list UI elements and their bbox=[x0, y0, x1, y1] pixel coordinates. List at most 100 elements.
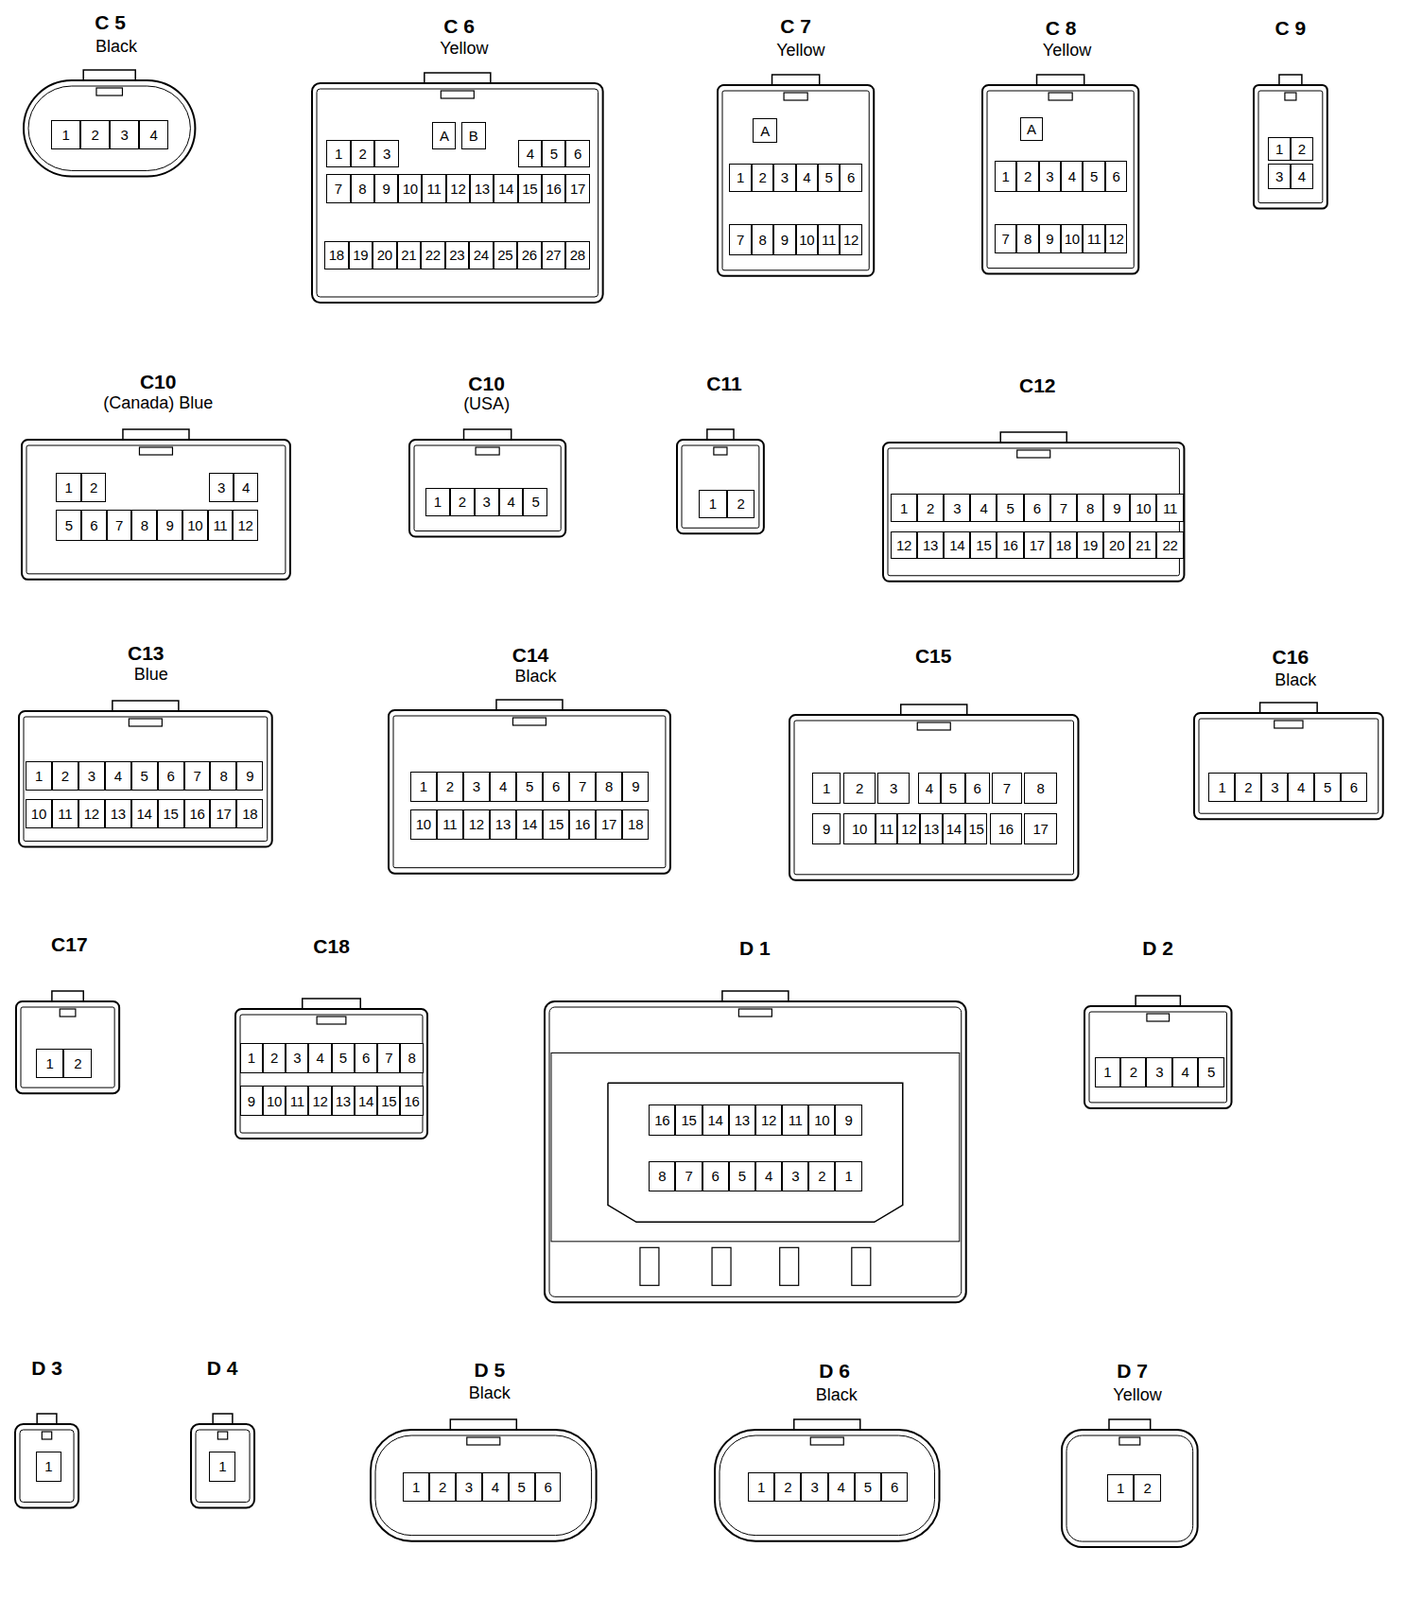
pin-cavity: 17 bbox=[565, 173, 590, 203]
connector-code: C17 bbox=[51, 934, 88, 956]
pin-cavity: 2 bbox=[1290, 137, 1314, 162]
pin-number: 22 bbox=[425, 247, 441, 262]
pin-cavity: 7 bbox=[106, 509, 133, 540]
pin-cavity: 10 bbox=[410, 809, 437, 840]
pin-number: 1 bbox=[1002, 169, 1010, 184]
pin-cavity: 3 bbox=[455, 1472, 483, 1502]
pin-number: 26 bbox=[521, 247, 538, 262]
pin-cavity: 14 bbox=[943, 531, 971, 559]
housing-outline bbox=[23, 80, 195, 176]
pin-cavity: 7 bbox=[675, 1161, 702, 1192]
pin-cavity: 23 bbox=[445, 241, 470, 270]
housing-outline bbox=[16, 1001, 120, 1093]
pin-cavity: 5 bbox=[55, 509, 82, 540]
housing-outline bbox=[883, 442, 1184, 582]
pin-number: 10 bbox=[1135, 501, 1151, 516]
housing-inner-line bbox=[19, 1429, 74, 1502]
pin-cavity: 9 bbox=[156, 509, 183, 540]
pin-cavity: 1 bbox=[747, 1472, 775, 1502]
housing-outline bbox=[982, 85, 1139, 275]
pin-cavity: 9 bbox=[240, 1085, 263, 1116]
pin-cavity: 2 bbox=[52, 761, 79, 791]
pin-number: 1 bbox=[65, 480, 73, 495]
pin-number: 16 bbox=[998, 821, 1014, 836]
connector-color: Black bbox=[95, 37, 138, 57]
pin-number: 18 bbox=[242, 806, 258, 821]
pin-cavity: 15 bbox=[157, 798, 185, 829]
connector-color: Yellow bbox=[439, 39, 488, 59]
pin-cavity: 3 bbox=[474, 487, 500, 517]
pin-number: 3 bbox=[217, 480, 226, 495]
pin-cavity: 4 bbox=[1172, 1057, 1198, 1088]
pin-cavity: 12 bbox=[897, 813, 920, 845]
pin-cavity: 11 bbox=[817, 224, 840, 255]
pin-number: 2 bbox=[73, 1056, 82, 1071]
pin-cavity: 11 bbox=[285, 1085, 309, 1116]
pin-number: 1 bbox=[433, 494, 442, 509]
pin-number: 1 bbox=[412, 1479, 420, 1494]
pin-cavity: 2 bbox=[63, 1048, 92, 1078]
connector-housing: C1712 bbox=[15, 989, 121, 1095]
pin-number: 16 bbox=[404, 1093, 420, 1109]
housing-inner-line bbox=[549, 1006, 962, 1297]
pin-number: 2 bbox=[438, 1479, 447, 1494]
pin-cavity: 4 bbox=[233, 472, 259, 503]
lock-tab bbox=[780, 1247, 799, 1285]
pin-cavity: 5 bbox=[817, 163, 840, 192]
pin-number: 11 bbox=[212, 518, 227, 533]
pin-cavity: 4 bbox=[518, 139, 542, 168]
pin-number: 19 bbox=[1082, 537, 1098, 553]
housing-inner-line bbox=[794, 720, 1074, 875]
pin-number: 10 bbox=[266, 1093, 282, 1109]
pin-cavity: 10 bbox=[796, 224, 818, 255]
pin-number: 17 bbox=[1029, 537, 1045, 553]
pin-number: 1 bbox=[34, 768, 43, 783]
pin-cavity: 15 bbox=[675, 1104, 702, 1135]
pin-number: 2 bbox=[783, 1479, 792, 1494]
latch-tab bbox=[1048, 92, 1073, 101]
pin-cavity: 4 bbox=[499, 487, 524, 517]
latch-tab bbox=[917, 722, 951, 730]
connector-housing: D 41 bbox=[190, 1412, 256, 1509]
pin-number: 4 bbox=[1298, 169, 1306, 184]
housing-outline bbox=[789, 714, 1078, 881]
housing-inner-line bbox=[26, 445, 286, 574]
connector-code: C 6 bbox=[443, 16, 475, 38]
pin-number: 5 bbox=[1090, 169, 1098, 184]
pin-cavity: 2 bbox=[80, 120, 110, 149]
pin-cavity: 6 bbox=[881, 1472, 908, 1502]
pin-cavity: 5 bbox=[940, 772, 966, 804]
pin-number: 11 bbox=[788, 1112, 803, 1128]
housing-inner-line bbox=[375, 1435, 592, 1536]
pin-cavity: 2 bbox=[751, 163, 774, 192]
pin-number: 14 bbox=[498, 181, 514, 196]
pin-cavity: 6 bbox=[839, 163, 862, 192]
pin-cavity: 16 bbox=[399, 1085, 423, 1116]
pin-cavity: 2 bbox=[774, 1472, 801, 1502]
pin-cavity: 9 bbox=[834, 1104, 862, 1135]
pin-number: 9 bbox=[247, 1093, 256, 1109]
pin-number: 2 bbox=[446, 779, 454, 794]
pin-cavity: 1 bbox=[890, 493, 918, 522]
housing-outline bbox=[714, 1429, 940, 1542]
pin-number: 13 bbox=[734, 1112, 750, 1128]
pin-cavity: 9 bbox=[1103, 493, 1130, 522]
pin-number: 6 bbox=[890, 1479, 899, 1494]
pin-number: 2 bbox=[1298, 141, 1306, 157]
pin-cavity: 7 bbox=[326, 173, 350, 203]
pin-number: 6 bbox=[711, 1168, 720, 1183]
pin-cavity: 1 bbox=[208, 1451, 236, 1481]
pin-number: 12 bbox=[761, 1112, 777, 1128]
pin-number: 1 bbox=[1217, 780, 1226, 795]
pin-number: 14 bbox=[708, 1112, 724, 1128]
pin-cavity: 9 bbox=[236, 761, 263, 791]
connector-outline bbox=[15, 989, 121, 1095]
pin-cavity: 4 bbox=[138, 120, 169, 149]
pin-number: 1 bbox=[822, 780, 831, 796]
connector-housing: C1812345678910111213141516 bbox=[234, 997, 429, 1141]
pin-number: 4 bbox=[1181, 1064, 1190, 1079]
pin-cavity: 10 bbox=[262, 1085, 286, 1116]
pin-number: 4 bbox=[526, 146, 535, 161]
pin-cavity: 3 bbox=[943, 493, 971, 522]
pin-cavity: 10 bbox=[808, 1104, 835, 1135]
